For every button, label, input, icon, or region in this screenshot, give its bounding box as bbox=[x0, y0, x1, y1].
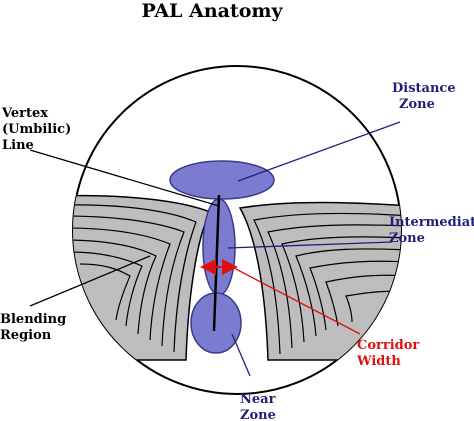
intermediate-zone-label: Intermediate Zone bbox=[389, 215, 474, 246]
svg-text:Region: Region bbox=[0, 328, 52, 343]
svg-text:Zone: Zone bbox=[399, 97, 435, 112]
svg-text:Near: Near bbox=[240, 392, 276, 407]
blending-leader-line bbox=[29, 255, 151, 307]
blending-region-label: Blending Region bbox=[0, 312, 66, 343]
left-blending-region bbox=[73, 194, 212, 361]
near-leader-line bbox=[231, 333, 251, 377]
svg-text:Zone: Zone bbox=[389, 231, 425, 246]
svg-text:Zone: Zone bbox=[240, 408, 276, 421]
svg-text:Intermediate: Intermediate bbox=[389, 215, 474, 230]
corridor-width-label: Corridor Width bbox=[356, 338, 419, 369]
svg-text:(Umbilic): (Umbilic) bbox=[2, 122, 71, 137]
svg-text:Blending: Blending bbox=[0, 312, 66, 327]
vertex-leader-line bbox=[29, 149, 220, 207]
svg-text:Vertex: Vertex bbox=[1, 106, 48, 121]
distance-zone bbox=[169, 160, 275, 200]
corridor-leader-line bbox=[233, 267, 361, 335]
svg-text:Corridor: Corridor bbox=[357, 338, 419, 353]
distance-zone-label: Distance Zone bbox=[392, 81, 456, 112]
right-blending-region bbox=[238, 201, 401, 361]
svg-text:Line: Line bbox=[2, 138, 34, 153]
distance-leader-line bbox=[237, 121, 401, 182]
svg-text:Distance: Distance bbox=[392, 81, 456, 96]
intermediate-leader-line bbox=[227, 241, 393, 249]
diagram-title: PAL Anatomy bbox=[141, 0, 283, 22]
svg-text:Width: Width bbox=[356, 354, 401, 369]
near-zone-label: Near Zone bbox=[240, 392, 276, 421]
vertex-label: Vertex (Umbilic) Line bbox=[1, 106, 71, 153]
